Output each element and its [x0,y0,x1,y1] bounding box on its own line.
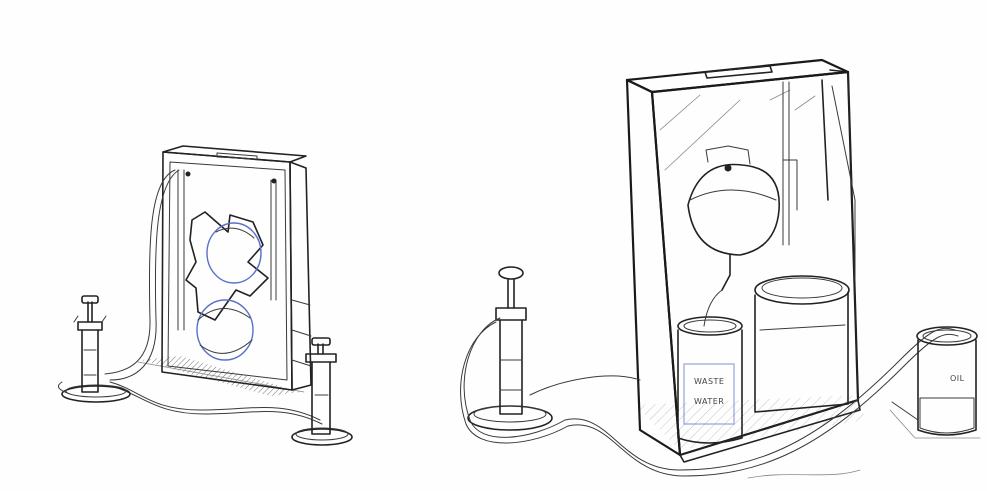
right-jar-waste-water: WASTE WATER [678,317,742,443]
left-sketch [58,146,352,445]
left-display-box [162,146,311,390]
left-pump-1 [58,296,130,402]
right-sketch: WASTE WATER [461,60,980,478]
oil-label: OIL [950,374,965,383]
right-pump [468,267,552,430]
left-bladder-lower [197,300,253,360]
waste-label-line2: WATER [694,397,724,406]
left-hoses [105,170,322,424]
left-ground-shadow [138,356,304,396]
right-cube-container [755,276,849,412]
left-bladder-upper [207,223,261,283]
waste-label-line1: WASTE [694,377,724,386]
right-oil-jar: OIL [890,327,980,438]
